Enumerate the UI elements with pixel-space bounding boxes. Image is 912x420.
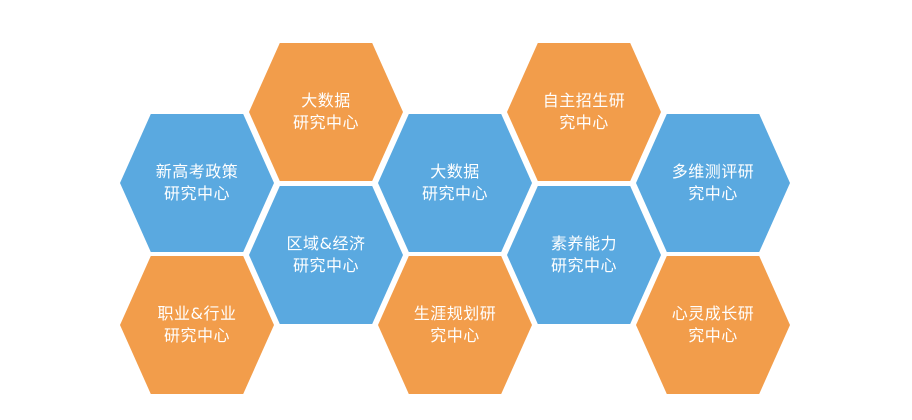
hex-career-industry: 职业&行业 研究中心 xyxy=(120,256,274,394)
hex-literacy-ability: 素养能力 研究中心 xyxy=(507,186,661,324)
hex-mental-growth: 心灵成长研 究中心 xyxy=(636,256,790,394)
hex-label: 素养能力 研究中心 xyxy=(550,234,617,275)
hex-regional-economy: 区域&经济 研究中心 xyxy=(249,186,403,324)
hex-label: 生涯规划研 究中心 xyxy=(413,304,497,345)
hex-label: 区域&经济 研究中心 xyxy=(286,234,366,275)
hex-big-data-orange: 大数据 研究中心 xyxy=(249,43,403,181)
hex-label: 大数据 研究中心 xyxy=(292,91,359,132)
hex-independent-admission: 自主招生研 究中心 xyxy=(507,43,661,181)
hex-career-planning: 生涯规划研 究中心 xyxy=(378,256,532,394)
hex-label: 心灵成长研 究中心 xyxy=(671,304,755,345)
hex-label: 大数据 研究中心 xyxy=(421,162,488,203)
hex-label: 职业&行业 研究中心 xyxy=(157,304,237,345)
hex-label: 自主招生研 究中心 xyxy=(542,91,626,132)
hex-big-data-blue: 大数据 研究中心 xyxy=(378,114,532,252)
hex-label: 多维测评研 究中心 xyxy=(671,162,755,203)
hex-label: 新高考政策 研究中心 xyxy=(155,162,239,203)
hex-multidimensional-assessment: 多维测评研 究中心 xyxy=(636,114,790,252)
hex-new-gaokao-policy: 新高考政策 研究中心 xyxy=(120,114,274,252)
